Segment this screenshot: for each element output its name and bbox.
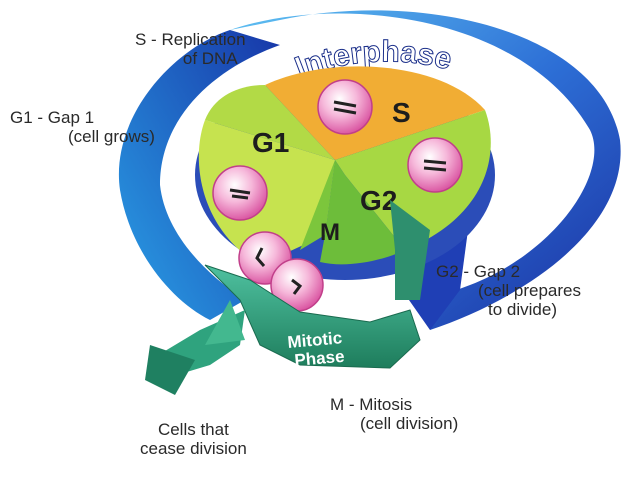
label-g2: G2 - Gap 2 (cell prepares to divide) — [436, 262, 581, 319]
phase-s-label: S — [392, 97, 411, 128]
cell-g1 — [212, 165, 268, 221]
label-m: M - Mitosis (cell division) — [330, 395, 458, 433]
label-exit-line1: Cells that — [157, 420, 229, 439]
cell-g2 — [407, 137, 463, 193]
label-exit-line2: cease division — [140, 439, 247, 458]
mitotic-phase-band — [145, 200, 430, 395]
cell-mitosis-2 — [270, 258, 324, 312]
wedge-m-left — [300, 160, 335, 250]
mitotic-phase-line2: Phase — [294, 347, 346, 370]
label-g2-line1: G2 - Gap 2 — [436, 262, 521, 281]
mitotic-phase-line1: Mitotic — [287, 328, 343, 352]
wedge-s — [265, 66, 485, 160]
label-g1-line2: (cell grows) — [68, 127, 155, 146]
label-s-line1: S - Replication — [135, 30, 246, 49]
wedge-m — [320, 160, 405, 265]
cell-s — [317, 79, 373, 135]
label-g1-line1: G1 - Gap 1 — [10, 108, 95, 127]
wedge-g1-top — [205, 85, 335, 160]
phase-m-label: M — [320, 219, 340, 246]
label-m-line1: M - Mitosis — [330, 395, 413, 414]
label-g2-line2: (cell prepares — [478, 281, 581, 300]
label-g1: G1 - Gap 1 (cell grows) — [10, 108, 155, 146]
label-s-line2: of DNA — [182, 49, 238, 68]
label-m-line2: (cell division) — [360, 414, 459, 433]
label-exit: Cells that cease division — [140, 420, 247, 458]
label-g2-line3: to divide) — [488, 300, 557, 319]
phase-g1-label: G1 — [252, 127, 289, 158]
label-s: S - Replication of DNA — [135, 30, 246, 68]
